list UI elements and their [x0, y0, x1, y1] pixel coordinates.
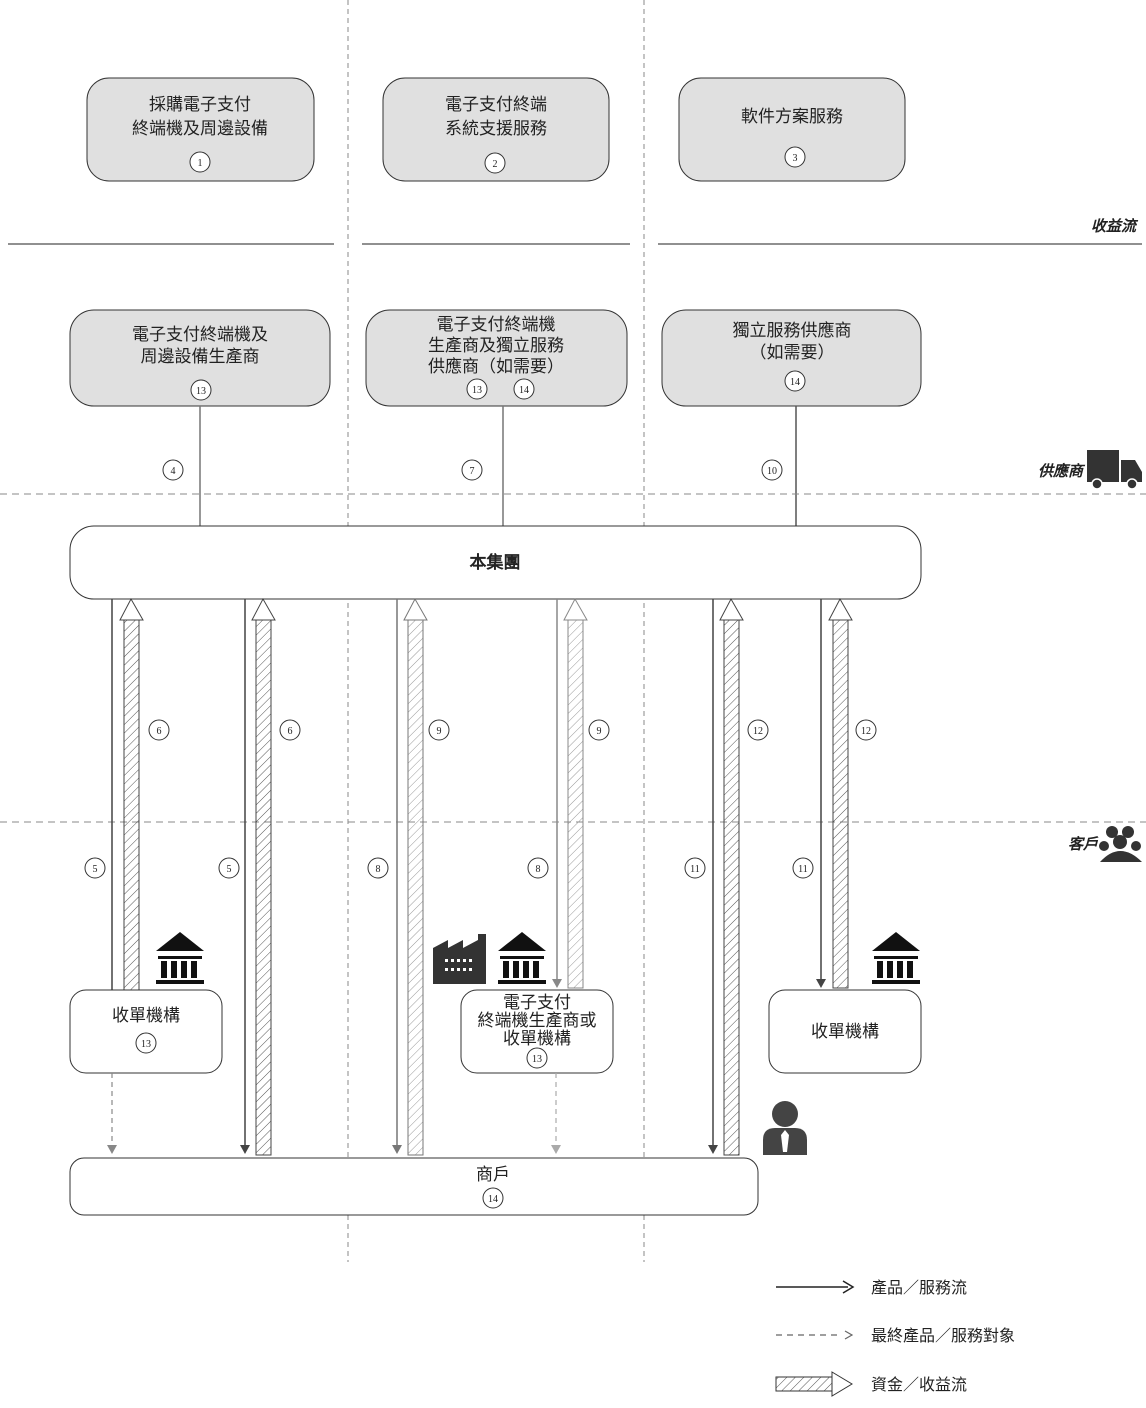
flow-number-5b: 5 — [227, 864, 232, 875]
merchant-title: 商戶 — [476, 1165, 510, 1185]
revenue-box-3-line-1: 軟件方案服務 — [741, 107, 843, 127]
bank-icon — [156, 932, 204, 984]
revenue-box-1-line-1: 採購電子支付 — [149, 95, 251, 115]
product-arrow-11b — [816, 599, 826, 988]
flow-number-11b: 11 — [798, 864, 808, 875]
flow-number-7: 7 — [470, 466, 475, 477]
legend-dashed-text: 最終產品／服務對象 — [871, 1326, 1015, 1345]
customer-box-1-line-1: 收單機構 — [112, 1006, 180, 1026]
flow-number-8b: 8 — [536, 864, 541, 875]
revenue-arrow-12b — [828, 597, 853, 989]
bank-icon — [872, 932, 920, 984]
truck-icon — [1087, 450, 1142, 490]
legend: 產品／服務流 最終產品／服務對象 資金／收益流 — [775, 1278, 1015, 1397]
group-title: 本集團 — [470, 552, 521, 573]
revenue-box-2: 電子支付終端 系統支援服務 2 — [382, 77, 610, 182]
customer-box-3: 收單機構 — [768, 989, 922, 1074]
bank-icon — [498, 932, 546, 984]
revenue-arrow-9a — [403, 597, 428, 1156]
supplier-box-2-number-2: 14 — [519, 385, 529, 396]
flow-number-6b: 6 — [288, 726, 293, 737]
supplier-box-1-number: 13 — [196, 386, 206, 397]
revenue-arrow-6a — [119, 597, 144, 1019]
supplier-box-2-line-2: 生產商及獨立服務 — [428, 336, 564, 356]
supplier-box-2-number-1: 13 — [472, 385, 482, 396]
customer-box-3-line-1: 收單機構 — [811, 1022, 879, 1042]
customer-box-2-line-3: 收單機構 — [503, 1029, 571, 1049]
flow-number-12a: 12 — [753, 726, 763, 737]
supplier-box-2-line-3: 供應商（如需要） — [428, 356, 564, 377]
product-arrow-8a — [392, 599, 402, 1154]
flow-number-12b: 12 — [861, 726, 871, 737]
customer-label: 客戶 — [1068, 835, 1099, 853]
product-arrow-11a — [708, 599, 718, 1154]
group-box: 本集團 — [69, 525, 922, 600]
revenue-box-1: 採購電子支付 終端機及周邊設備 1 — [86, 77, 315, 182]
revenue-box-3: 軟件方案服務 3 — [678, 77, 906, 182]
customer-box-2-number: 13 — [532, 1054, 542, 1065]
people-icon — [1099, 826, 1142, 862]
final-target-arrow-1 — [107, 1073, 117, 1154]
final-target-arrow-2 — [551, 1073, 561, 1154]
flow-number-11a: 11 — [690, 864, 700, 875]
revenue-box-2-line-2: 系統支援服務 — [445, 119, 547, 139]
revenue-arrow-12a — [719, 597, 744, 1156]
product-arrow-8b — [552, 599, 562, 988]
legend-solid: 產品／服務流 — [776, 1278, 967, 1297]
revenue-box-2-number: 2 — [493, 159, 498, 170]
merchant-number: 14 — [488, 1194, 498, 1205]
flow-number-6a: 6 — [157, 726, 162, 737]
revenue-box-1-line-2: 終端機及周邊設備 — [132, 119, 268, 139]
supplier-box-2-line-1: 電子支付終端機 — [437, 315, 556, 335]
customer-box-2: 電子支付 終端機生產商或 收單機構 13 — [460, 989, 614, 1074]
supplier-box-1-line-1: 電子支付終端機及 — [132, 325, 268, 345]
supplier-box-3-line-2: （如需要） — [750, 343, 835, 363]
product-arrow-5b — [240, 599, 250, 1154]
legend-solid-text: 產品／服務流 — [871, 1278, 967, 1297]
customer-box-2-line-2: 終端機生產商或 — [478, 1011, 597, 1031]
flow-number-9a: 9 — [437, 726, 442, 737]
revenue-arrow-6b — [251, 597, 276, 1156]
merchant-box: 商戶 14 — [69, 1157, 759, 1216]
supplier-box-1: 電子支付終端機及 周邊設備生產商 13 — [69, 309, 331, 407]
factory-icon — [433, 934, 486, 984]
supplier-box-3-line-1: 獨立服務供應商 — [733, 320, 852, 341]
supplier-box-3: 獨立服務供應商 （如需要） 14 — [661, 309, 922, 407]
person-icon — [763, 1101, 807, 1155]
supplier-box-1-line-2: 周邊設備生產商 — [141, 347, 260, 367]
flow-number-10: 10 — [767, 466, 777, 477]
revenue-stream-label: 收益流 — [1091, 217, 1139, 235]
legend-hatched-text: 資金／收益流 — [871, 1375, 967, 1394]
revenue-box-2-line-1: 電子支付終端 — [445, 95, 547, 115]
customer-box-1-number: 13 — [141, 1039, 151, 1050]
product-arrow-5a — [107, 599, 117, 1018]
revenue-arrow-9b — [563, 597, 588, 989]
flow-number-4: 4 — [171, 466, 176, 477]
supplier-label: 供應商 — [1038, 462, 1086, 480]
legend-dashed: 最終產品／服務對象 — [776, 1326, 1015, 1345]
flow-number-8a: 8 — [376, 864, 381, 875]
supplier-box-2: 電子支付終端機 生產商及獨立服務 供應商（如需要） 13 14 — [365, 309, 628, 407]
flow-number-9b: 9 — [597, 726, 602, 737]
customer-box-2-line-1: 電子支付 — [503, 993, 571, 1013]
flow-number-5a: 5 — [93, 864, 98, 875]
customer-box-1: 收單機構 13 — [69, 989, 223, 1074]
revenue-box-1-number: 1 — [198, 158, 203, 169]
revenue-box-3-number: 3 — [793, 153, 798, 164]
supplier-box-3-number: 14 — [790, 377, 800, 388]
legend-hatched: 資金／收益流 — [775, 1371, 967, 1397]
